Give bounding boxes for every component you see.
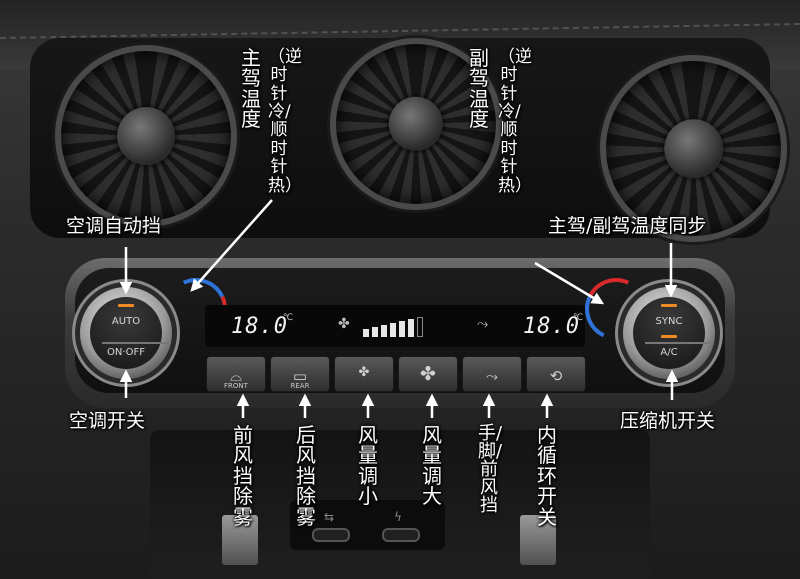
knob-divider: [102, 342, 170, 344]
front-defrost-button[interactable]: ⌓ FRONT: [207, 357, 265, 391]
fan-up-annotation: 风量调大: [422, 423, 442, 509]
left-air-vent: [55, 45, 237, 227]
fan-small-icon: ✤: [358, 365, 370, 380]
recirculation-annotation: 内循环开关: [537, 423, 557, 529]
airflow-mode-button[interactable]: ⤳: [463, 357, 521, 391]
usb-tray: ⇆ ϟ: [290, 500, 445, 550]
airflow-mode-icon: ⤳: [485, 367, 498, 385]
rear-defrost-label: REAR: [290, 382, 310, 390]
front-defrost-annotation: 前风挡除雾: [233, 423, 253, 529]
fan-icon: ✤: [338, 316, 350, 332]
airflow-mode-annotation: 手/脚/前风挡: [478, 423, 503, 516]
on-off-button[interactable]: ON·OFF: [107, 347, 145, 358]
driver-temp-title: 主驾温度: [241, 46, 261, 132]
fan-down-annotation: 风量调小: [358, 423, 378, 509]
sync-button[interactable]: SYNC: [655, 316, 683, 327]
compressor-annotation: 压缩机开关: [620, 410, 716, 432]
console-switch-right[interactable]: [520, 515, 556, 565]
auto-annotation: 空调自动挡: [66, 215, 162, 237]
center-air-vent: [330, 38, 502, 210]
knob-divider: [645, 342, 713, 344]
climate-button-row: ⌓ FRONT ▭ REAR ✤ ✤ ⤳ ⟲: [205, 357, 585, 393]
rear-defrost-annotation: 后风挡除雾: [296, 423, 316, 529]
fan-bar-empty: [417, 317, 423, 337]
fan-bar: [381, 325, 387, 337]
fan-bar: [363, 329, 369, 337]
console-switch-left[interactable]: [222, 515, 258, 565]
fan-up-button[interactable]: ✤: [399, 357, 457, 391]
passenger-temp-knob[interactable]: SYNC A/C: [623, 287, 715, 379]
fan-level-bars: [363, 315, 435, 337]
passenger-temp-title: 副驾温度: [469, 46, 489, 132]
driver-temp-arrow: [190, 199, 273, 292]
auto-indicator: [118, 304, 134, 307]
recirculation-button[interactable]: ⟲: [527, 357, 585, 391]
front-defrost-led: [228, 360, 244, 363]
recirculation-led: [548, 360, 564, 363]
usb-charge-port[interactable]: [384, 530, 418, 540]
fan-bar: [372, 327, 378, 337]
fan-down-button[interactable]: ✤: [335, 357, 393, 391]
driver-temp-unit: ℃: [283, 313, 294, 323]
driver-knob-face: AUTO ON·OFF: [90, 297, 170, 369]
fan-bar: [408, 319, 414, 337]
driver-temp-readout: 18.0: [231, 314, 288, 339]
rear-defrost-led: [292, 360, 308, 363]
sync-indicator: [661, 304, 677, 307]
passenger-temp-arrow: [534, 261, 605, 305]
right-air-vent: [600, 55, 787, 242]
driver-temp-note: （逆时针冷/顺时针热）: [268, 47, 302, 196]
airflow-mode-icon: ⤳: [477, 316, 489, 332]
auto-button[interactable]: AUTO: [111, 316, 141, 327]
passenger-temp-unit: ℃: [573, 313, 584, 323]
climate-display: 18.0 ℃ ✤ ⤳ 18.0 ℃: [205, 305, 585, 347]
ac-button[interactable]: A/C: [660, 347, 678, 358]
rear-defrost-icon: ▭: [292, 367, 308, 385]
usb-icon: ⇆: [324, 510, 335, 524]
charge-icon: ϟ: [394, 510, 402, 524]
driver-temp-knob[interactable]: AUTO ON·OFF: [80, 287, 172, 379]
passenger-knob-face: SYNC A/C: [633, 297, 713, 369]
sync-annotation: 主驾/副驾温度同步: [548, 215, 707, 237]
passenger-temp-note: （逆时针冷/顺时针热）: [498, 47, 532, 196]
passenger-temp-readout: 18.0: [523, 314, 580, 339]
front-defrost-icon: ⌓: [230, 367, 242, 385]
fan-large-icon: ✤: [420, 363, 436, 385]
fan-bar: [399, 321, 405, 337]
recirculation-icon: ⟲: [549, 367, 563, 385]
usb-port[interactable]: [314, 530, 348, 540]
front-defrost-label: FRONT: [224, 382, 248, 390]
fan-bar: [390, 323, 396, 337]
ac-indicator: [661, 335, 677, 338]
power-annotation: 空调开关: [69, 410, 146, 432]
rear-defrost-button[interactable]: ▭ REAR: [271, 357, 329, 391]
